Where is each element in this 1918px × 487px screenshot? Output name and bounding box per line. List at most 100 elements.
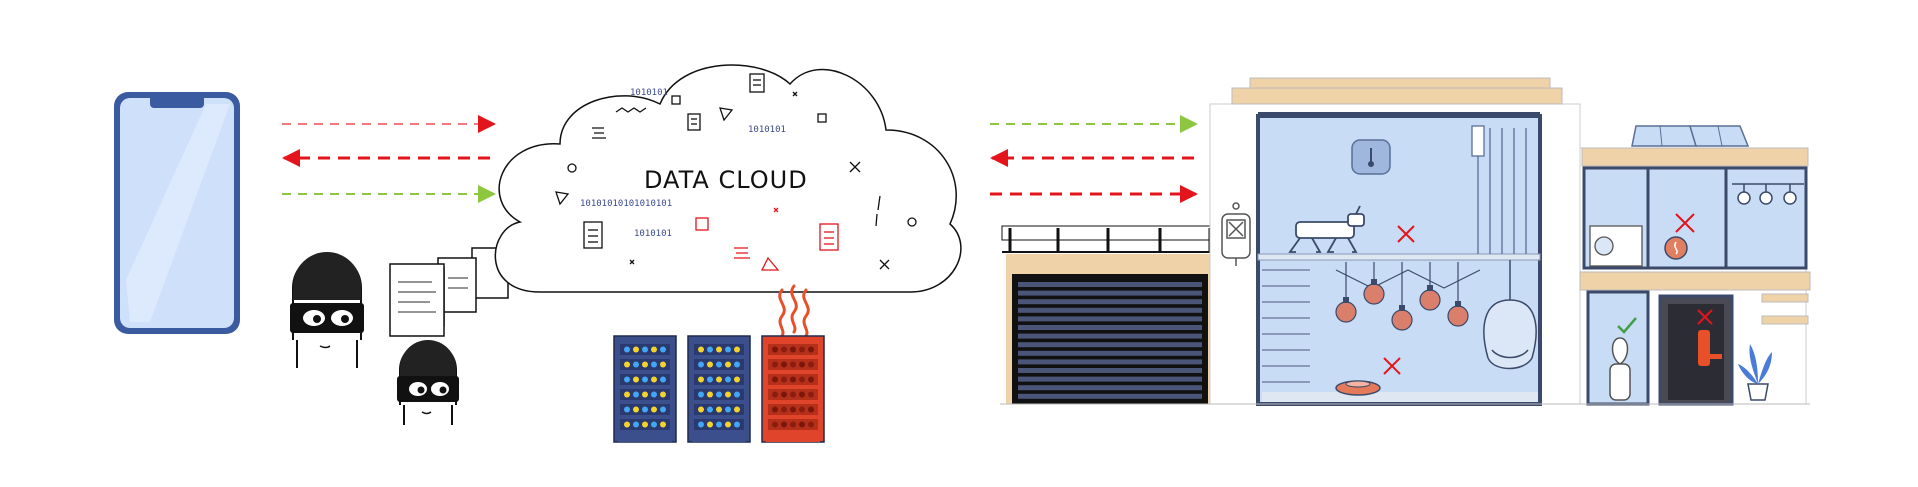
binary-text: 1010101 — [748, 125, 786, 135]
server-led — [624, 391, 630, 398]
server-rack-icon — [613, 335, 677, 443]
lightbulb-icon — [1419, 289, 1441, 311]
garage-slat — [1018, 299, 1202, 305]
server-led — [799, 406, 805, 413]
garage-slat — [1018, 385, 1202, 391]
garage-slat — [1018, 368, 1202, 373]
garage-slat — [1018, 393, 1202, 399]
server-led — [633, 361, 639, 368]
server-base — [618, 434, 672, 442]
server-led — [633, 406, 639, 413]
server-led — [633, 391, 639, 398]
server-led — [725, 346, 731, 353]
server-led — [781, 391, 787, 398]
garage-slat — [1018, 342, 1202, 348]
check-mark-icon — [1617, 317, 1637, 334]
server-led — [781, 406, 787, 413]
server-led — [725, 376, 731, 383]
server-led — [725, 361, 731, 368]
server-led — [790, 391, 796, 398]
server-led — [734, 346, 740, 353]
server-led — [772, 376, 778, 383]
garage-slat — [1018, 282, 1202, 287]
server-led — [633, 421, 639, 428]
hacker-icon — [397, 340, 459, 425]
server-led — [642, 406, 648, 413]
server-led — [624, 376, 630, 383]
server-base — [766, 434, 820, 442]
server-led — [808, 406, 814, 413]
cross-mark-icon — [1383, 357, 1401, 375]
garage-slat — [1018, 316, 1202, 322]
server-led — [698, 376, 704, 383]
flame-icon — [778, 284, 810, 338]
robot-dog-icon — [1288, 205, 1365, 253]
server-led — [698, 421, 704, 428]
garage-slat — [1018, 359, 1202, 365]
data-cloud: DATA CLOUD 1010101 1010101 1010101010101… — [494, 64, 962, 293]
server-rack-hot-icon — [761, 335, 825, 443]
server-led — [790, 361, 796, 368]
server-led — [624, 421, 630, 428]
document-icon — [687, 113, 701, 131]
thermostat-icon — [1351, 139, 1391, 175]
server-led — [781, 346, 787, 353]
server-led — [642, 376, 648, 383]
server-led — [698, 391, 704, 398]
server-led — [808, 391, 814, 398]
server-led — [651, 391, 657, 398]
server-led — [698, 361, 704, 368]
smartphone-icon — [114, 92, 240, 334]
bulb-cable — [1335, 269, 1481, 289]
lightbulb-icon — [1447, 305, 1469, 327]
binary-text: 1010101 — [634, 229, 672, 239]
server-led — [660, 361, 666, 368]
phone-cloud-arrows — [282, 115, 496, 203]
server-led — [698, 346, 704, 353]
document-icon — [749, 73, 765, 93]
hanging-chair — [1483, 260, 1537, 370]
server-led — [716, 406, 722, 413]
solar-panel-icon — [1631, 125, 1750, 147]
lightbulb-icon — [1391, 309, 1413, 331]
garage-slat — [1018, 333, 1202, 339]
garage-slat — [1018, 325, 1202, 330]
server-led — [716, 376, 722, 383]
cross-mark-icon — [1397, 225, 1415, 243]
garage-slat — [1018, 376, 1202, 382]
server-led — [624, 406, 630, 413]
server-led — [624, 346, 630, 353]
garage-slat — [1018, 290, 1202, 296]
lightbulb-icon — [1363, 283, 1385, 305]
server-led — [734, 361, 740, 368]
server-led — [651, 346, 657, 353]
robot-vacuum-icon — [1335, 380, 1381, 396]
server-base — [692, 434, 746, 442]
bulb-socket — [1343, 297, 1349, 303]
garage-slat — [1018, 350, 1202, 356]
server-led — [772, 406, 778, 413]
server-rack-icon — [687, 335, 751, 443]
bulb-socket — [1455, 301, 1461, 307]
smart-lock-icon — [1698, 330, 1722, 366]
server-led — [716, 361, 722, 368]
server-led — [799, 346, 805, 353]
server-led — [799, 421, 805, 428]
lightbulb-group — [1335, 262, 1481, 331]
server-led — [660, 376, 666, 383]
ceiling-lamp — [1732, 183, 1804, 205]
bulb-socket — [1427, 285, 1433, 291]
server-led — [781, 421, 787, 428]
server-led — [707, 391, 713, 398]
server-led — [799, 391, 805, 398]
server-led — [734, 406, 740, 413]
server-led — [642, 346, 648, 353]
server-led — [808, 361, 814, 368]
server-led — [642, 361, 648, 368]
house-cloud-arrows — [990, 115, 1198, 203]
server-led — [642, 391, 648, 398]
document-icon — [819, 223, 839, 251]
garage-door — [1012, 274, 1208, 404]
server-led — [799, 376, 805, 383]
